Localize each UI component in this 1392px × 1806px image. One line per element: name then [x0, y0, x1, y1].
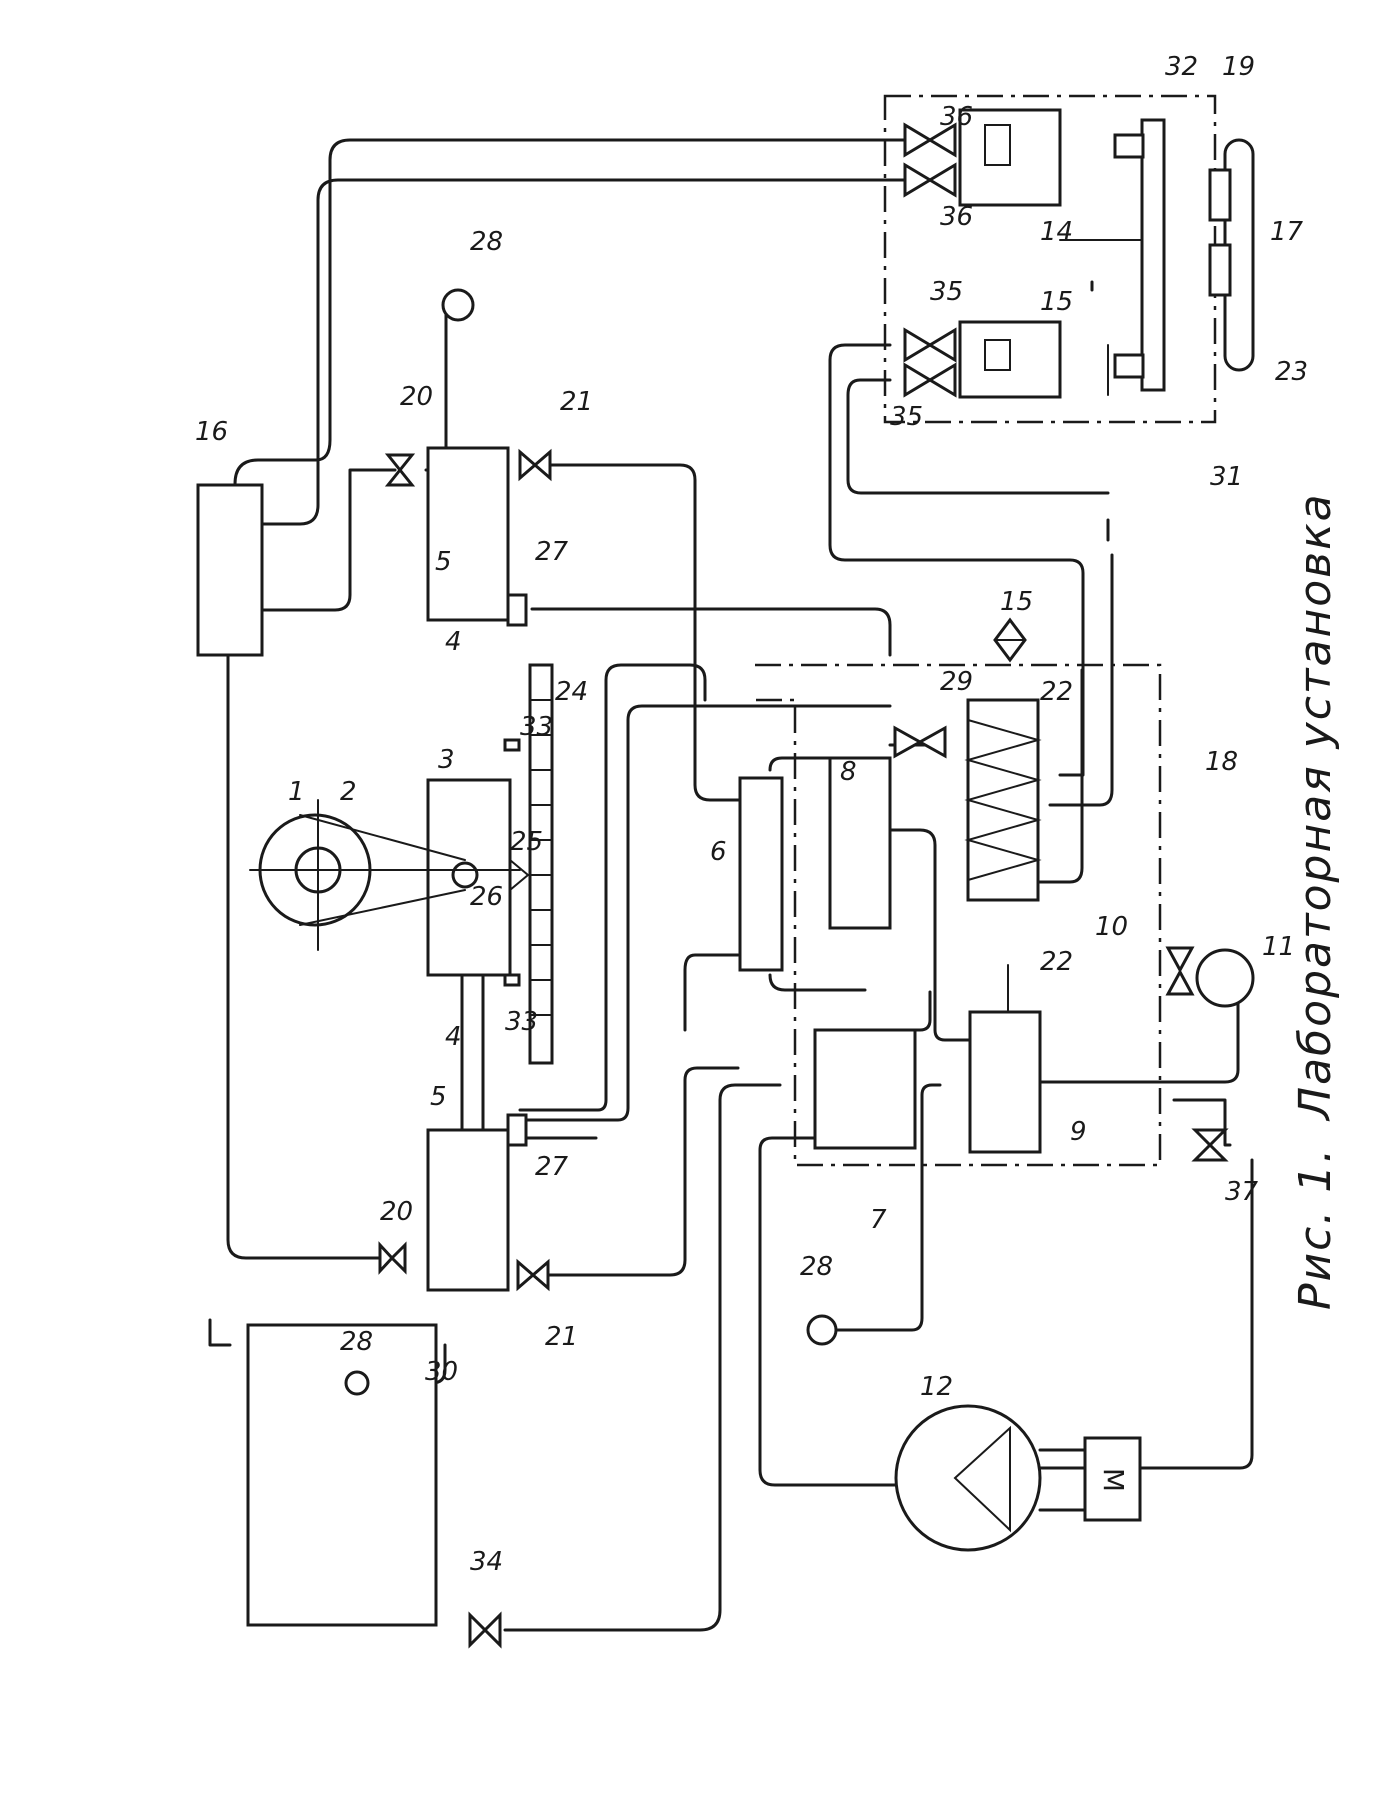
compressor-12	[894, 1404, 1042, 1552]
label-33b: 33	[505, 1007, 538, 1037]
post-top	[1113, 133, 1145, 159]
compressor-triangle	[953, 1425, 1011, 1533]
label-15a: 15	[1040, 287, 1073, 317]
label-10: 10	[1095, 912, 1128, 942]
pump-11	[1195, 948, 1255, 1008]
heater-5-bottom	[426, 1128, 510, 1292]
unit-9	[968, 1010, 1042, 1154]
callout-labels: 1 2 3 4 4 5 5 6 7 8 9 10 11 12 14 15 15 …	[195, 52, 1308, 1577]
label-11: 11	[1262, 932, 1295, 962]
connector-27-top	[506, 593, 528, 627]
label-28a: 28	[470, 227, 503, 257]
label-22b: 22	[1040, 947, 1073, 977]
label-12: 12	[920, 1372, 953, 1402]
valves-36-35	[903, 122, 957, 398]
motor-m	[1083, 1436, 1142, 1522]
vessel-30	[246, 1323, 438, 1627]
label-4a: 4	[445, 627, 462, 657]
heater-5-top	[426, 446, 510, 622]
label-20b: 20	[380, 1197, 413, 1227]
label-32: 32	[1165, 52, 1198, 82]
label-37: 37	[1225, 1177, 1259, 1207]
plate-31-32	[1140, 118, 1166, 392]
label-1: 1	[288, 777, 305, 807]
label-35b: 35	[890, 402, 923, 432]
label-19: 19	[1222, 52, 1255, 82]
unit-8	[828, 756, 892, 930]
label-31: 31	[1210, 462, 1243, 492]
label-18: 18	[1205, 747, 1238, 777]
element-23	[1208, 168, 1232, 222]
label-36a: 36	[940, 102, 973, 132]
motor-label: М	[1097, 1468, 1130, 1492]
sensor-15-symbol	[993, 617, 1027, 663]
heat-exchanger-10	[966, 698, 1040, 902]
valve-34	[468, 1611, 502, 1649]
label-25: 25	[510, 827, 543, 857]
label-4b: 4	[445, 1022, 462, 1052]
label-20a: 20	[400, 382, 433, 412]
label-21b: 21	[545, 1322, 578, 1352]
label-35a: 35	[930, 277, 963, 307]
unit-6	[738, 776, 784, 972]
label-16: 16	[195, 417, 228, 447]
label-34: 34	[470, 1547, 503, 1577]
label-29: 29	[940, 667, 973, 697]
label-23: 23	[1275, 357, 1308, 387]
connector-27-bottom	[506, 1113, 528, 1147]
unit-7	[813, 1028, 917, 1150]
label-6: 6	[710, 837, 727, 867]
label-15b: 15	[1000, 587, 1033, 617]
valve-37	[1191, 1128, 1229, 1162]
label-28b: 28	[340, 1327, 373, 1357]
gauge-28-top	[441, 288, 475, 322]
crank-link	[299, 814, 466, 926]
label-33a: 33	[520, 712, 553, 742]
valves-20-21	[378, 448, 552, 1292]
label-7: 7	[870, 1205, 887, 1235]
label-14: 14	[1040, 217, 1073, 247]
label-5a: 5	[435, 547, 452, 577]
pointer-25	[509, 859, 530, 891]
label-2: 2	[340, 777, 357, 807]
stop-33-bottom	[503, 973, 521, 987]
label-21a: 21	[560, 387, 593, 417]
label-3: 3	[438, 745, 455, 775]
element-23b	[1208, 243, 1232, 297]
label-27a: 27	[535, 537, 569, 567]
valve-29	[893, 725, 947, 759]
stop-33-top	[503, 738, 521, 752]
gauge-28-left	[344, 1370, 370, 1396]
post-bottom	[1113, 353, 1145, 379]
label-22a: 22	[1040, 677, 1073, 707]
label-17: 17	[1270, 217, 1304, 247]
label-8: 8	[840, 757, 857, 787]
piping	[226, 138, 1254, 1632]
caption-fig: Рис. 1.	[1290, 1147, 1341, 1310]
valve-11-bypass	[1165, 946, 1195, 996]
label-26: 26	[470, 882, 503, 912]
label-36b: 36	[940, 202, 973, 232]
label-9: 9	[1070, 1117, 1087, 1147]
caption-title: Лабораторная установка	[1290, 492, 1341, 1122]
caption: Рис. 1. Лабораторная установка	[1290, 492, 1341, 1310]
gauge-28-mid	[806, 1314, 838, 1346]
label-5b: 5	[430, 1082, 447, 1112]
scale-ticks	[529, 699, 553, 1016]
label-27b: 27	[535, 1152, 569, 1182]
scale-24	[528, 663, 554, 1065]
tank-16	[196, 483, 264, 657]
label-30: 30	[425, 1357, 458, 1387]
label-24: 24	[555, 677, 588, 707]
coil	[964, 719, 1042, 881]
module-18-enclosure	[755, 663, 1162, 1167]
label-28c: 28	[800, 1252, 833, 1282]
